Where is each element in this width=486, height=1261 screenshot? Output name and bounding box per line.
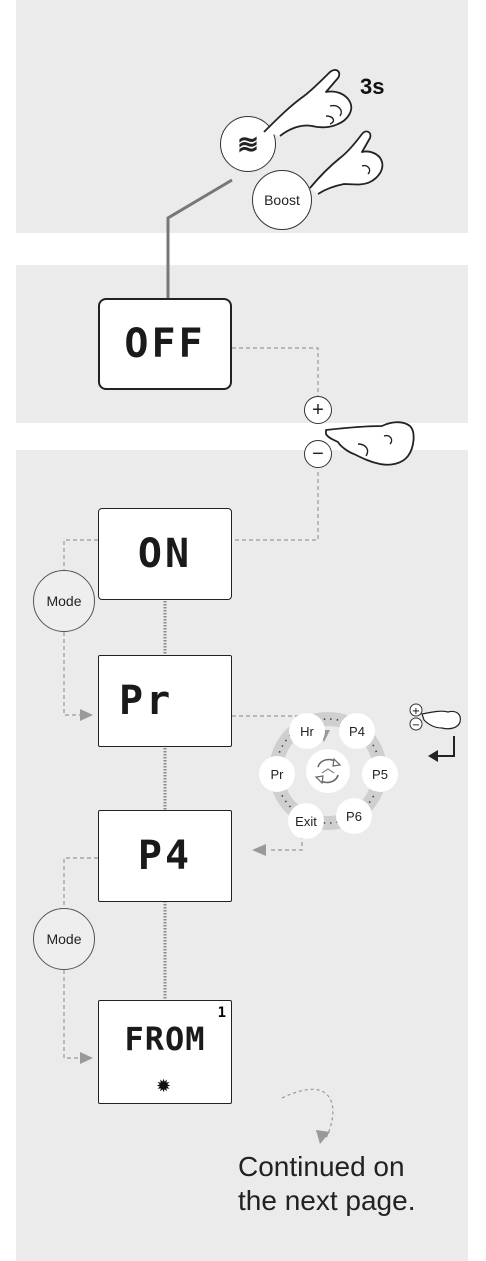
display-p4-text: P4 xyxy=(137,833,193,879)
cycle-arrows-icon xyxy=(314,757,342,785)
arrow-into-pr xyxy=(80,709,93,721)
plus-label: + xyxy=(312,398,324,421)
display-from: FROM 1 ✹ xyxy=(98,1000,232,1104)
cycle-node-pr: Pr xyxy=(259,756,295,792)
continued-note-line2: the next page. xyxy=(238,1185,416,1216)
continued-note-line1: Continued on xyxy=(238,1151,405,1182)
svg-text:−: − xyxy=(412,720,420,731)
continued-note: Continued on the next page. xyxy=(238,1150,415,1218)
cycle-node-hr: Hr xyxy=(289,713,325,749)
svg-text:+: + xyxy=(412,706,420,717)
hold-duration-label: 3s xyxy=(360,74,385,99)
cycle-node-exit: Exit xyxy=(288,803,324,839)
panel-step-2 xyxy=(16,265,468,423)
display-off-text: OFF xyxy=(124,321,206,367)
panel-step-3 xyxy=(16,450,468,1261)
hand-pointer-icon xyxy=(309,130,384,195)
sun-icon: ✹ xyxy=(156,1076,172,1096)
cycle-node-p6: P6 xyxy=(336,798,372,834)
display-from-text: FROM xyxy=(124,1020,206,1058)
minus-button[interactable]: − xyxy=(304,440,332,468)
mode-label: Mode xyxy=(46,593,82,609)
wave-button[interactable]: ≋ xyxy=(220,116,276,172)
plus-button[interactable]: + xyxy=(304,396,332,424)
display-on-text: ON xyxy=(137,531,193,577)
wave-icon: ≋ xyxy=(237,128,259,159)
display-on: ON xyxy=(98,508,232,600)
display-from-superscript: 1 xyxy=(217,1005,226,1021)
mode-label: Mode xyxy=(46,931,82,947)
cycle-node-p4: P4 xyxy=(339,713,375,749)
boost-label: Boost xyxy=(264,192,300,208)
minus-label: − xyxy=(312,442,324,465)
hand-pointer-icon xyxy=(325,421,415,466)
mode-button[interactable]: Mode xyxy=(33,908,95,970)
hand-pointer-icon xyxy=(263,69,353,137)
plus-minus-hint-icon: + − xyxy=(409,703,461,762)
display-p4: P4 xyxy=(98,810,232,902)
display-pr-text: Pr xyxy=(119,678,174,724)
boost-button[interactable]: Boost xyxy=(252,170,312,230)
cycle-node-p5: P5 xyxy=(362,756,398,792)
display-off: OFF xyxy=(98,298,232,390)
mode-button[interactable]: Mode xyxy=(33,570,95,632)
display-pr: Pr xyxy=(98,655,232,747)
